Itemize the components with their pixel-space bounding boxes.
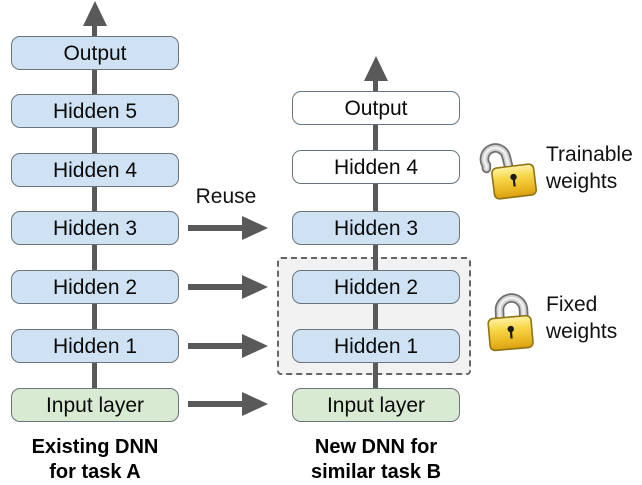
reuse-arrow-icon: [188, 275, 268, 299]
caption-line: similar task B: [310, 461, 442, 483]
reuse-arrow-icon: [188, 334, 268, 358]
legend-line: Fixed: [546, 293, 598, 316]
open-padlock-icon: [479, 143, 538, 200]
layer-box-hidden4-b: Hidden 4: [292, 150, 460, 184]
layer-box-output-a: Output: [11, 36, 179, 70]
legend-line: Trainable: [546, 143, 633, 166]
caption-line: Existing DNN: [31, 436, 159, 458]
legend-line: weights: [546, 320, 618, 343]
reuse-arrow-icon: [188, 392, 268, 416]
layer-box-hidden3-a: Hidden 3: [11, 211, 179, 245]
layer-box-hidden1-b: Hidden 1: [292, 329, 460, 363]
layer-box-hidden2-a: Hidden 2: [11, 270, 179, 304]
layer-box-input-a: Input layer: [11, 388, 179, 422]
caption-line: for task A: [49, 461, 141, 483]
layer-box-hidden3-b: Hidden 3: [292, 211, 460, 245]
trainable-weights-label: Trainable weights: [546, 141, 633, 195]
layer-box-output-b: Output: [292, 91, 460, 125]
fixed-weights-label: Fixed weights: [546, 291, 617, 345]
closed-padlock-icon: [487, 293, 534, 352]
caption-line: New DNN for: [314, 436, 438, 458]
right-network-caption: New DNN for similar task B: [286, 435, 466, 485]
reuse-arrow-icon: [188, 216, 268, 240]
layer-box-input-b: Input layer: [292, 388, 460, 422]
layer-box-hidden4-a: Hidden 4: [11, 153, 179, 187]
layer-box-hidden5-a: Hidden 5: [11, 94, 179, 128]
legend-line: weights: [546, 170, 618, 193]
layer-box-hidden2-b: Hidden 2: [292, 270, 460, 304]
layer-box-hidden1-a: Hidden 1: [11, 329, 179, 363]
left-network-caption: Existing DNN for task A: [5, 435, 185, 485]
up-arrow-icon: [83, 1, 107, 26]
up-arrow-icon: [364, 56, 388, 81]
reuse-label: Reuse: [195, 185, 257, 208]
